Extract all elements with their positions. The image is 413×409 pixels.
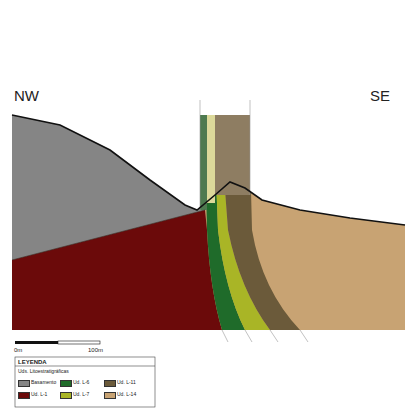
legend-swatch: [60, 380, 72, 387]
legend-swatch: [60, 392, 72, 399]
scale-label: 100m: [88, 347, 103, 353]
strata: [12, 100, 405, 330]
scale-bar: [15, 341, 100, 344]
legend-rule: [15, 366, 155, 367]
legend-text: Ud. L-6: [73, 380, 89, 385]
legend-swatch: [18, 380, 30, 387]
legend-title: LEYENDA: [18, 359, 47, 365]
legend-swatch: [104, 392, 116, 399]
legend-swatch: [104, 380, 116, 387]
scale-label: 0m: [14, 347, 22, 353]
legend-swatch: [18, 392, 30, 399]
legend-text: Ud. L-1: [31, 392, 47, 397]
legend-text: Ud. L-7: [73, 392, 89, 397]
direction-label: SE: [370, 88, 390, 103]
legend-subtitle: Uds. Litoestratigráficas: [18, 369, 69, 374]
direction-label: NW: [14, 88, 39, 103]
topography: [12, 115, 405, 225]
legend-text: Basamento: [31, 380, 56, 385]
legend-text: Ud. L-11: [117, 380, 136, 385]
legend-box: [15, 357, 155, 407]
column: [200, 100, 308, 342]
contact: [12, 210, 205, 260]
legend-text: Ud. L-14: [117, 392, 136, 397]
